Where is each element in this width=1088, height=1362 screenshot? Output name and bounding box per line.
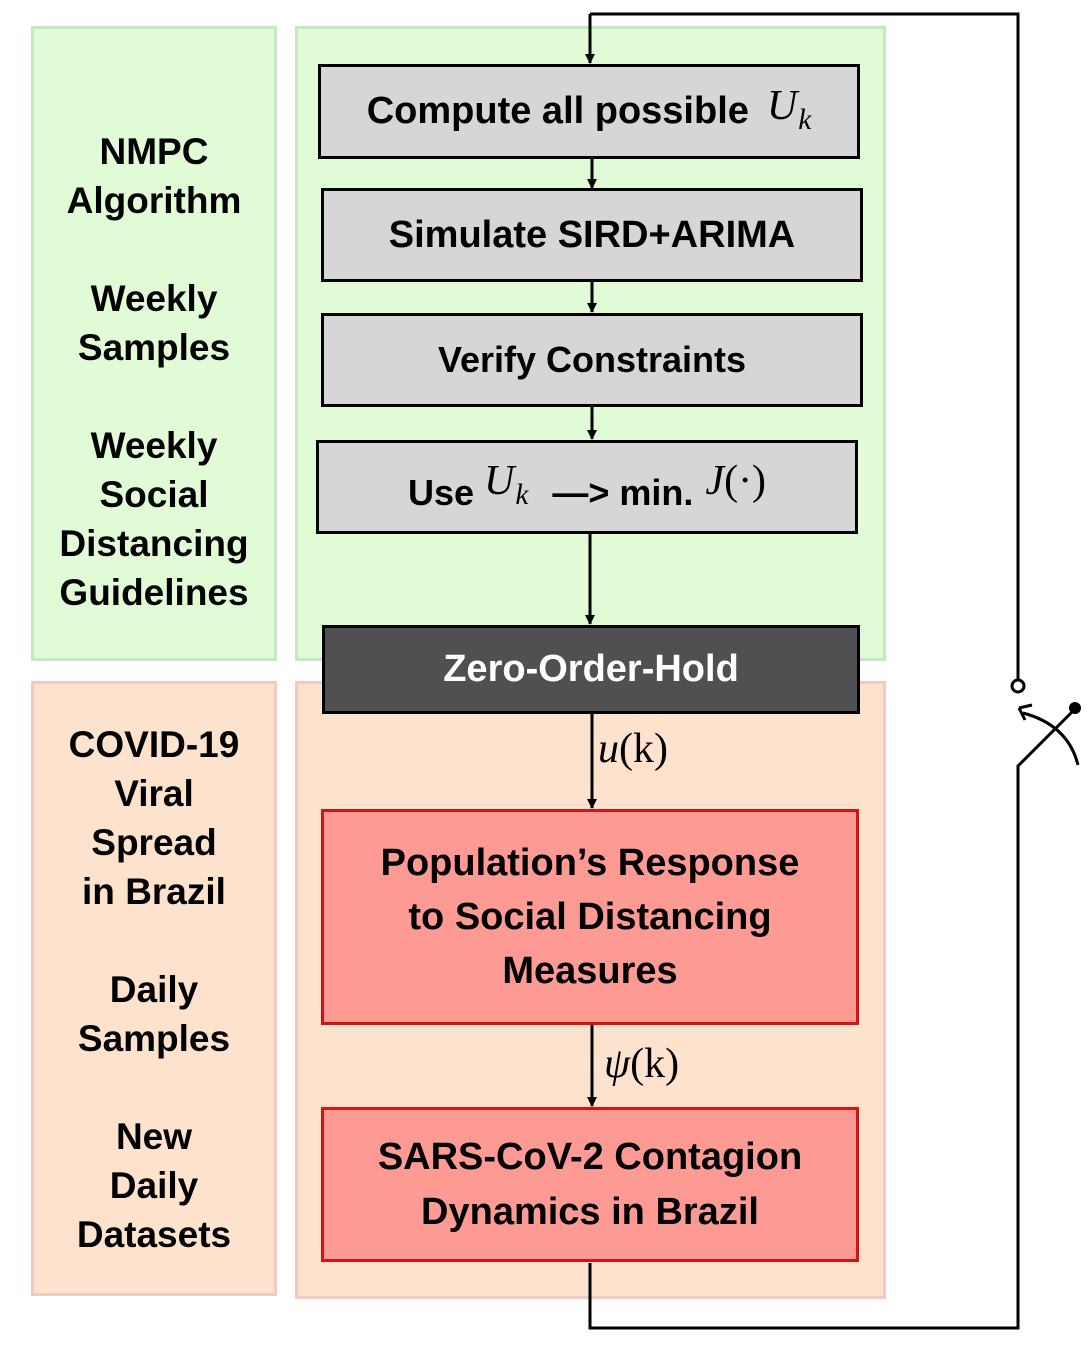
sars-block-text: SARS-CoV-2 Contagion Dynamics in Brazil xyxy=(377,1135,803,1233)
covid-info-panel: COVID-19 Viral Spread in Brazil Daily Sa… xyxy=(31,681,277,1296)
use-cost-var: J xyxy=(705,458,725,504)
population-block-text: Population’s Response to Social Distanci… xyxy=(380,842,800,992)
compute-math-sub: k xyxy=(798,103,812,136)
nmpc-info-panel: NMPC Algorithm Weekly Samples Weekly Soc… xyxy=(31,26,277,661)
sars-block: SARS-CoV-2 Contagion Dynamics in Brazil xyxy=(321,1107,859,1262)
compute-block-text: Compute all possible xyxy=(366,90,749,132)
verify-block: Verify Constraints xyxy=(321,313,863,407)
use-block: Use Uk —> min. J(·) xyxy=(316,440,858,534)
switch-arc xyxy=(1022,711,1080,766)
simulate-block: Simulate SIRD+ARIMA xyxy=(321,188,863,282)
covid-info-text: COVID-19 Viral Spread in Brazil Daily Sa… xyxy=(68,724,240,1255)
switch-open-contact xyxy=(1010,678,1026,694)
population-block: Population’s Response to Social Distanci… xyxy=(321,809,859,1025)
use-block-math-u: Uk xyxy=(484,457,528,511)
use-block-math-j: J(·) xyxy=(705,457,766,505)
compute-block: Compute all possible Uk xyxy=(318,64,860,159)
feedback-loop-line xyxy=(588,707,1077,1330)
switch-closed-contact xyxy=(1069,702,1081,714)
switch-arc-head xyxy=(1017,703,1033,721)
psi-signal-var: ψ xyxy=(604,1041,631,1087)
psi-signal-arg: (k) xyxy=(630,1041,680,1087)
use-math-sub: k xyxy=(515,479,529,512)
nmpc-info-text: NMPC Algorithm Weekly Samples Weekly Soc… xyxy=(59,131,249,613)
zoh-block: Zero-Order-Hold xyxy=(322,625,860,714)
use-block-middle: —> min. xyxy=(552,472,694,513)
u-signal-var: u xyxy=(598,726,619,772)
simulate-block-text: Simulate SIRD+ARIMA xyxy=(388,213,796,256)
feedback-top-line xyxy=(590,12,1020,680)
use-block-prefix: Use xyxy=(407,472,474,513)
use-cost-args: (·) xyxy=(724,458,767,504)
use-math-var: U xyxy=(484,458,515,504)
u-signal-arg: (k) xyxy=(619,726,668,772)
compute-block-math: Uk xyxy=(766,82,811,136)
zoh-block-text: Zero-Order-Hold xyxy=(443,648,739,690)
u-k-signal-label: u(k) xyxy=(598,725,668,773)
verify-block-text: Verify Constraints xyxy=(437,339,747,380)
compute-math-var: U xyxy=(766,82,798,129)
psi-k-signal-label: ψ(k) xyxy=(604,1040,679,1088)
